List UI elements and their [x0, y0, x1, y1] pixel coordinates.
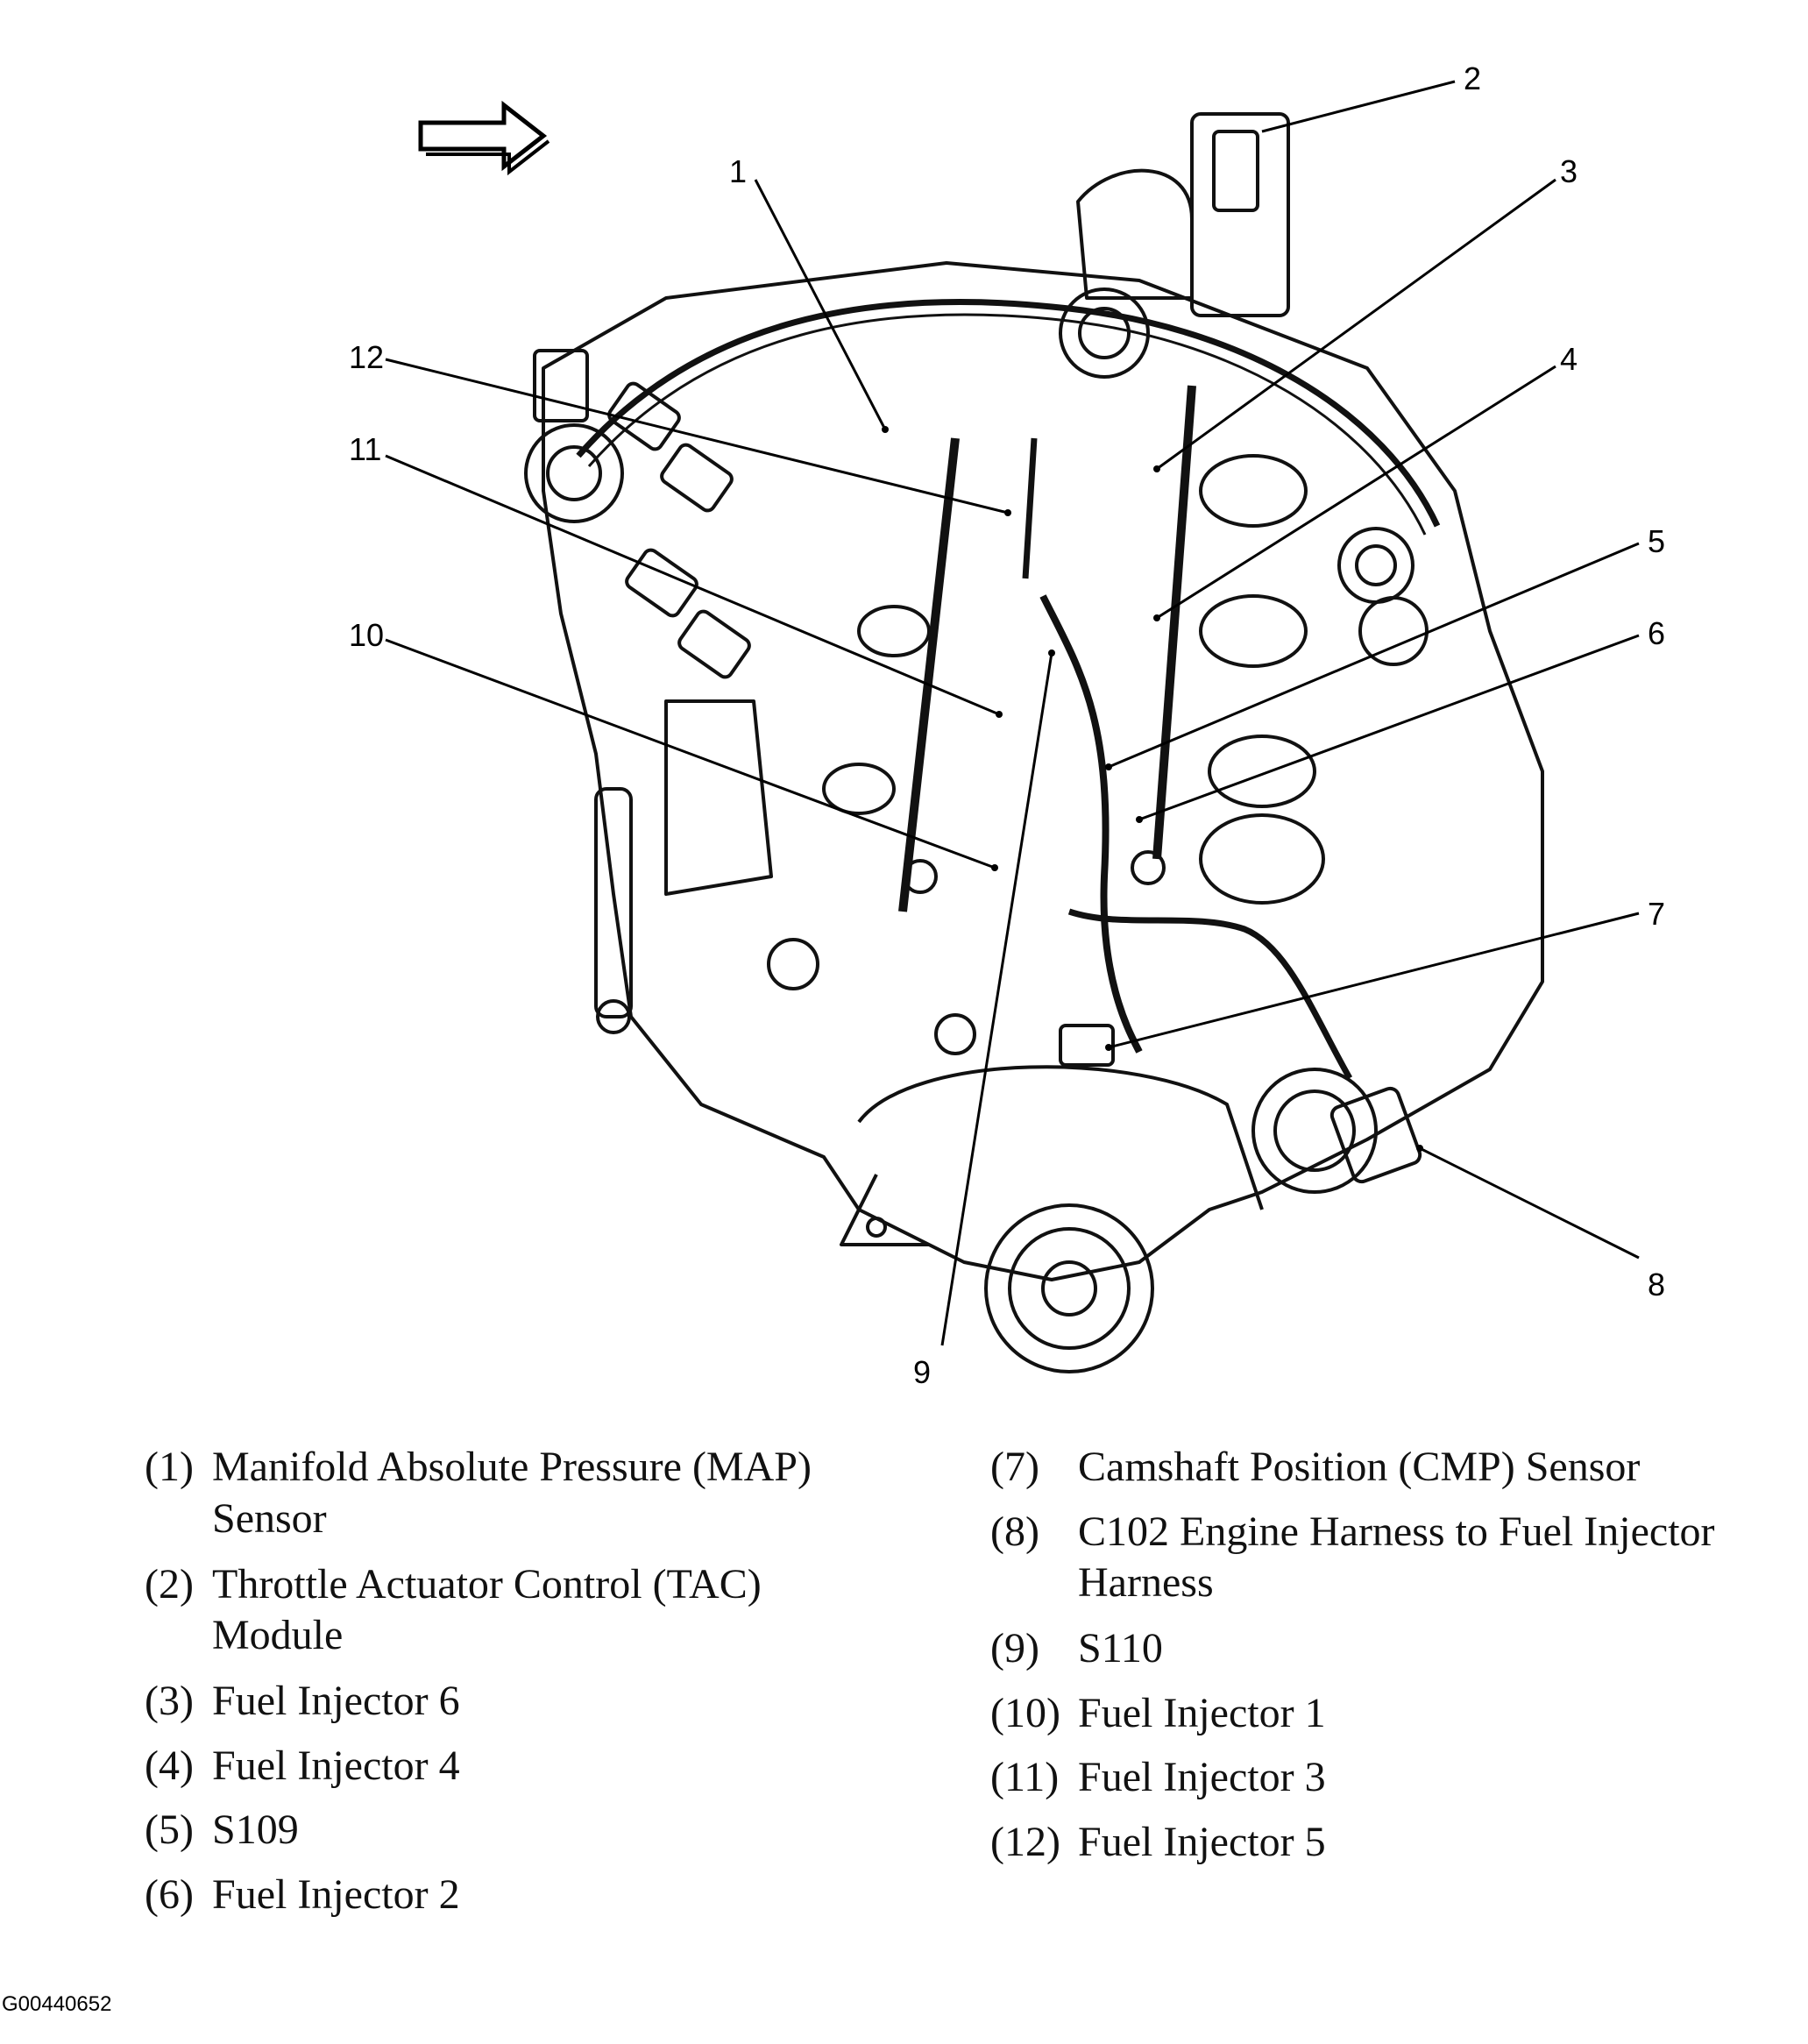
legend-num: (8) — [990, 1508, 1039, 1555]
legend-text: Camshaft Position (CMP) Sensor — [1078, 1444, 1641, 1490]
leader-lines — [385, 80, 1640, 1346]
leader-line-5 — [1108, 542, 1640, 769]
callout-9: 9 — [913, 1354, 932, 1390]
legend-text-cont: Sensor — [212, 1494, 327, 1542]
callout-5: 5 — [1648, 523, 1666, 559]
callout-6: 6 — [1648, 615, 1666, 651]
callout-1: 1 — [729, 153, 748, 189]
legend-num: (11) — [990, 1754, 1060, 1801]
legend-text: S109 — [212, 1806, 299, 1854]
leader-line-6 — [1138, 634, 1640, 821]
leader-line-1 — [754, 179, 887, 430]
legend-item-1: (1) Manifold Absolute Pressure (MAP)Senso… — [145, 1442, 907, 1546]
callout-8: 8 — [1648, 1267, 1666, 1302]
legend-text: S110 — [1078, 1625, 1163, 1672]
leader-line-3 — [1156, 178, 1556, 471]
legend-num: (6) — [145, 1870, 194, 1918]
callout-7: 7 — [1648, 896, 1666, 932]
legend-item-5: (5) S109 — [145, 1805, 907, 1856]
legend-text: Fuel Injector 6 — [212, 1678, 460, 1725]
legend-item-2: (2) Throttle Actuator Control (TAC)Module — [145, 1559, 907, 1664]
leader-line-4 — [1156, 365, 1556, 620]
callout-11: 11 — [349, 431, 382, 467]
legend-text-cont: Module — [212, 1612, 344, 1659]
callout-12: 12 — [349, 339, 385, 375]
legend-num: (4) — [145, 1742, 194, 1789]
callout-markers — [882, 426, 1423, 1152]
legend-item-10: (10) Fuel Injector 1 — [990, 1688, 1797, 1740]
legend-num: (7) — [990, 1444, 1039, 1490]
legend-item-6: (6) Fuel Injector 2 — [145, 1870, 907, 1921]
leader-line-12 — [385, 358, 1009, 515]
legend-item-7: (7) Camshaft Position (CMP) Sensor — [990, 1442, 1797, 1494]
legend-text-cont: Harness — [1078, 1559, 1214, 1607]
legend-item-11: (11) Fuel Injector 3 — [990, 1752, 1797, 1804]
legend-text: Manifold Absolute Pressure (MAP) — [212, 1444, 812, 1490]
leader-line-10 — [385, 638, 996, 869]
figure-id: G00440652 — [2, 1992, 112, 2016]
legend-text: Fuel Injector 4 — [212, 1742, 460, 1789]
engine-diagram — [385, 80, 1640, 1373]
callout-2: 2 — [1464, 60, 1482, 96]
legend-num: (5) — [145, 1806, 194, 1854]
leader-line-11 — [385, 454, 1000, 716]
legend-text: C102 Engine Harness to Fuel Injector — [1078, 1508, 1715, 1555]
legend-item-9: (9) S110 — [990, 1623, 1797, 1675]
legend-text: Fuel Injector 5 — [1078, 1818, 1326, 1865]
legend-num: (3) — [145, 1678, 194, 1725]
legend-item-12: (12) Fuel Injector 5 — [990, 1817, 1797, 1869]
legend-text: Throttle Actuator Control (TAC) — [212, 1560, 762, 1608]
direction-arrow-icon — [418, 100, 550, 176]
callout-10: 10 — [349, 617, 385, 653]
legend-num: (10) — [990, 1689, 1060, 1736]
legend-num: (12) — [990, 1818, 1060, 1865]
engine-illustration — [524, 112, 1544, 1373]
callout-3: 3 — [1560, 153, 1578, 189]
legend-item-3: (3) Fuel Injector 6 — [145, 1676, 907, 1728]
legend-num: (1) — [145, 1444, 194, 1490]
leader-line-9 — [940, 652, 1053, 1346]
legend-num: (9) — [990, 1625, 1039, 1672]
callout-4: 4 — [1560, 341, 1578, 377]
legend-item-4: (4) Fuel Injector 4 — [145, 1741, 907, 1792]
legend-text: Fuel Injector 2 — [212, 1870, 460, 1918]
leader-line-8 — [1419, 1146, 1640, 1260]
leader-line-2 — [1261, 80, 1456, 133]
legend-right: (7) Camshaft Position (CMP) Sensor (8) C10… — [990, 1442, 1797, 1881]
legend-text: Fuel Injector 3 — [1078, 1754, 1326, 1801]
legend-num: (2) — [145, 1560, 194, 1608]
legend-left: (1) Manifold Absolute Pressure (MAP)Senso… — [145, 1442, 907, 1934]
legend-text: Fuel Injector 1 — [1078, 1689, 1326, 1736]
leader-line-7 — [1108, 912, 1640, 1049]
